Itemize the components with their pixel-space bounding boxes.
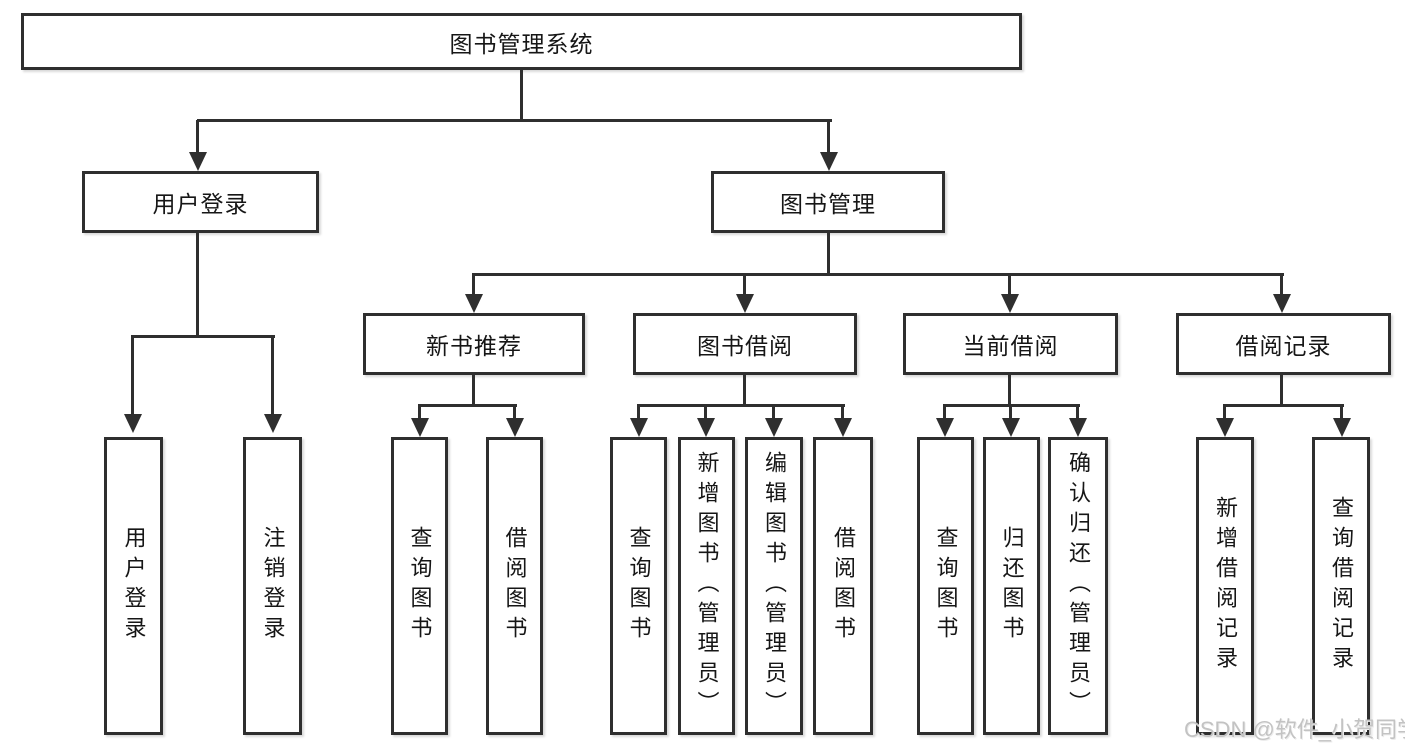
connector-line: [1340, 405, 1343, 420]
leaf-label: 查询图书: [626, 526, 652, 646]
node-current-borrowing: 当前借阅: [903, 313, 1118, 375]
connector-line: [743, 274, 746, 299]
arrow-down-icon: [1069, 418, 1087, 437]
arrow-down-icon: [465, 294, 483, 313]
connector-line: [637, 405, 640, 420]
leaf-confirm-return-admin: 确认归还（管理员）: [1048, 437, 1108, 735]
arrow-down-icon: [820, 152, 838, 171]
connector-line: [772, 405, 775, 420]
connector-line: [472, 273, 1284, 276]
node-label: 用户登录: [152, 191, 249, 217]
leaf-label: 新增图书（管理员）: [694, 451, 720, 721]
leaf-logout-login: 注销登录: [243, 437, 302, 735]
node-label: 图书管理: [780, 191, 876, 217]
arrow-down-icon: [1001, 294, 1019, 313]
connector-line: [472, 375, 475, 407]
connector-line: [1223, 404, 1344, 407]
arrow-down-icon: [630, 418, 648, 437]
connector-line: [841, 405, 844, 420]
leaf-add-books-admin: 新增图书（管理员）: [678, 437, 735, 735]
connector-line: [196, 120, 199, 155]
connector-line: [827, 233, 830, 276]
arrow-down-icon: [1216, 418, 1234, 437]
arrow-down-icon: [1333, 418, 1351, 437]
connector-line: [513, 405, 516, 420]
node-library-management-system: 图书管理系统: [21, 13, 1022, 70]
node-user-login: 用户登录: [82, 171, 319, 233]
connector-line: [196, 233, 199, 338]
connector-line: [271, 336, 274, 418]
leaf-label: 用户登录: [121, 526, 147, 646]
arrow-down-icon: [936, 418, 954, 437]
node-label: 新书推荐: [426, 333, 522, 359]
csdn-watermark: CSDN @软件_小贺同学: [1184, 717, 1405, 742]
connector-line: [637, 404, 845, 407]
connector-line: [1280, 274, 1283, 299]
connector-line: [131, 335, 275, 338]
node-label: 图书借阅: [697, 333, 793, 359]
connector-line: [1008, 274, 1011, 299]
connector-line: [131, 336, 134, 418]
node-label: 当前借阅: [962, 333, 1059, 359]
arrow-down-icon: [264, 414, 282, 433]
leaf-label: 借阅图书: [502, 526, 528, 646]
leaf-label: 查询借阅记录: [1329, 496, 1354, 676]
arrow-down-icon: [765, 418, 783, 437]
connector-line: [418, 405, 421, 420]
node-label: 图书管理系统: [449, 30, 594, 57]
arrow-down-icon: [834, 418, 852, 437]
leaf-label: 注销登录: [260, 526, 286, 646]
node-book-borrowing: 图书借阅: [633, 313, 857, 375]
arrow-down-icon: [1002, 418, 1020, 437]
leaf-label: 编辑图书（管理员）: [762, 451, 787, 721]
connector-line: [704, 405, 707, 420]
arrow-down-icon: [506, 418, 524, 437]
connector-line: [1076, 405, 1079, 420]
connector-line: [1008, 375, 1011, 407]
leaf-query-borrow-record: 查询借阅记录: [1312, 437, 1370, 735]
node-borrowing-records: 借阅记录: [1176, 313, 1391, 375]
arrow-down-icon: [736, 294, 754, 313]
leaf-label: 借阅图书: [831, 526, 856, 646]
connector-line: [418, 404, 517, 407]
leaf-label: 查询图书: [933, 526, 959, 646]
connector-line: [1280, 375, 1283, 407]
leaf-query-books-borrowing: 查询图书: [610, 437, 667, 735]
leaf-borrow-books-recommend: 借阅图书: [486, 437, 543, 735]
node-book-management: 图书管理: [711, 171, 945, 233]
leaf-query-books-current: 查询图书: [917, 437, 974, 735]
connector-line: [1009, 405, 1012, 420]
leaf-return-books: 归还图书: [983, 437, 1040, 735]
leaf-label: 新增借阅记录: [1213, 496, 1238, 676]
connector-line: [1223, 405, 1226, 420]
leaf-label: 确认归还（管理员）: [1066, 451, 1091, 721]
connector-line: [827, 120, 830, 155]
leaf-label: 查询图书: [407, 526, 433, 646]
leaf-borrow-books-borrowing: 借阅图书: [813, 437, 873, 735]
connector-line: [472, 274, 475, 299]
arrow-down-icon: [411, 418, 429, 437]
node-new-book-recommend: 新书推荐: [363, 313, 585, 375]
leaf-user-login: 用户登录: [104, 437, 163, 735]
connector-line: [743, 375, 746, 407]
leaf-query-books-recommend: 查询图书: [391, 437, 448, 735]
leaf-label: 归还图书: [999, 526, 1025, 646]
arrow-down-icon: [124, 414, 142, 433]
node-label: 借阅记录: [1235, 333, 1332, 359]
leaf-edit-books-admin: 编辑图书（管理员）: [745, 437, 803, 735]
leaf-add-borrow-record: 新增借阅记录: [1196, 437, 1254, 735]
arrow-down-icon: [189, 152, 207, 171]
connector-line: [197, 119, 832, 122]
arrow-down-icon: [1273, 294, 1291, 313]
connector-line: [520, 69, 523, 122]
connector-line: [943, 405, 946, 420]
arrow-down-icon: [697, 418, 715, 437]
